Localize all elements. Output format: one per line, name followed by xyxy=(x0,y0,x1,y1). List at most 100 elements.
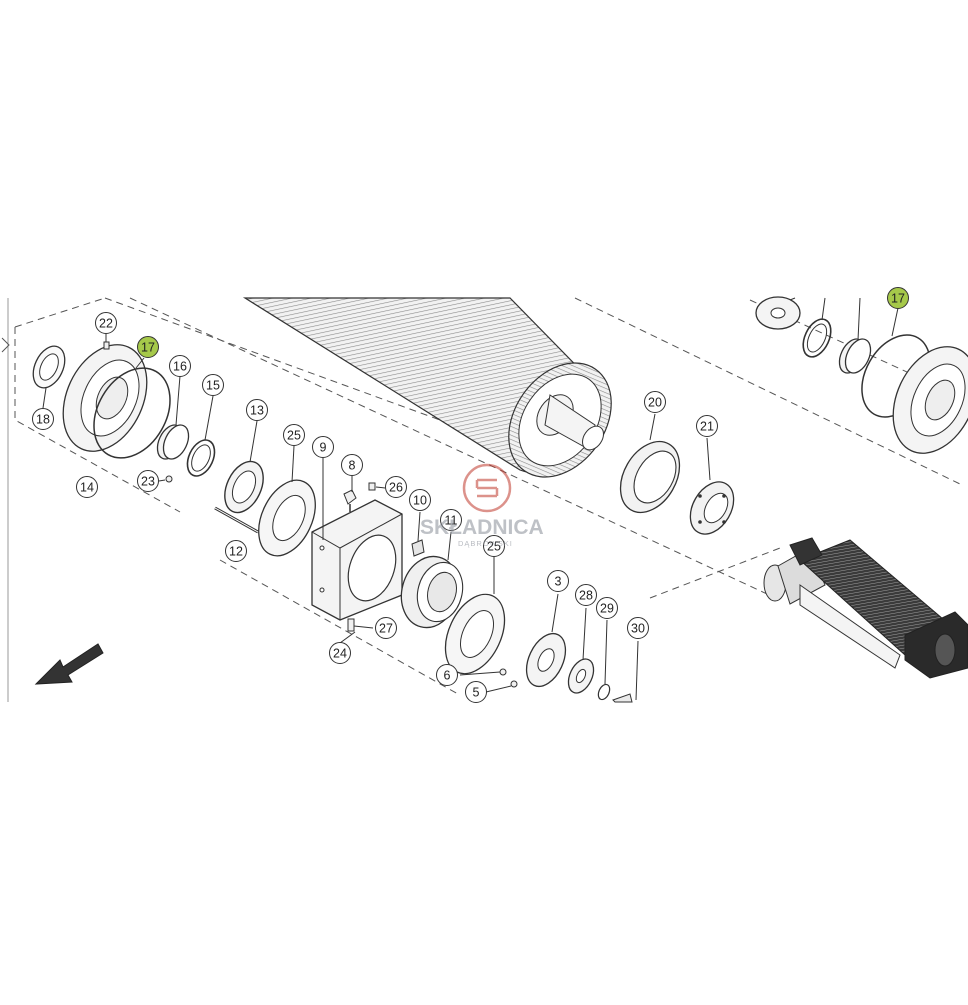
callout-circle xyxy=(246,399,268,421)
callout-label: 20 xyxy=(648,396,662,410)
callout-c8: 8 xyxy=(341,454,363,476)
part-22-screw xyxy=(103,341,110,350)
part-23-screw xyxy=(165,475,173,483)
callout-label: 16 xyxy=(173,360,187,374)
callout-label: 14 xyxy=(80,481,94,495)
callout-c17a: 17 xyxy=(137,336,159,358)
callout-label: 25 xyxy=(287,429,301,443)
callout-label: 27 xyxy=(379,622,393,636)
callout-circle xyxy=(696,415,718,437)
callout-c16: 16 xyxy=(169,355,191,377)
callout-c25b: 25 xyxy=(483,535,505,557)
callout-label: 17 xyxy=(891,292,905,306)
callout-c29: 29 xyxy=(596,597,618,619)
callout-circle xyxy=(329,642,351,664)
callout-label: 28 xyxy=(579,589,593,603)
watermark-sub: DĄBROWSKI xyxy=(458,539,513,548)
callout-circle xyxy=(887,287,909,309)
part-13-seal xyxy=(224,460,264,514)
part-28-washer xyxy=(567,658,595,694)
callout-circle xyxy=(465,681,487,703)
callout-label: 29 xyxy=(600,602,614,616)
part-20-bearing xyxy=(619,440,681,514)
callout-c11: 11 xyxy=(440,509,462,531)
part-17-o-ring xyxy=(93,367,171,459)
leader-lines xyxy=(42,297,899,701)
callout-c10: 10 xyxy=(409,489,431,511)
callout-label: 11 xyxy=(445,514,458,528)
direction-arrow-icon xyxy=(34,643,104,685)
callout-c30: 30 xyxy=(627,617,649,639)
part-27-pin xyxy=(347,618,355,632)
callout-c9: 9 xyxy=(312,436,334,458)
part-18-seal xyxy=(32,345,66,389)
knurled-roller xyxy=(242,297,612,478)
callout-label: 15 xyxy=(206,379,220,393)
frame-bracket xyxy=(1,337,10,353)
callout-circle xyxy=(137,470,159,492)
callout-label: 8 xyxy=(349,459,356,473)
callout-label: 12 xyxy=(229,545,243,559)
part-6-washer xyxy=(499,668,507,676)
part-12-bolt xyxy=(214,506,259,534)
assembled-roller-inset xyxy=(763,537,968,679)
top-right-ring xyxy=(802,318,832,358)
callout-c20: 20 xyxy=(644,391,666,413)
top-right-bushing xyxy=(838,338,872,374)
callout-c6: 6 xyxy=(436,664,458,686)
callout-c23: 23 xyxy=(137,470,159,492)
callout-circle xyxy=(575,584,597,606)
callout-c5: 5 xyxy=(465,681,487,703)
callout-label: 17 xyxy=(141,341,155,355)
callout-label: 25 xyxy=(487,540,501,554)
top-right-disc xyxy=(755,296,801,330)
callout-label: 10 xyxy=(413,494,427,508)
part-25-cover-plate-2 xyxy=(444,593,506,675)
part-25-cover-plate xyxy=(258,479,316,557)
watermark-logo-icon xyxy=(462,463,512,513)
callout-circle xyxy=(596,597,618,619)
callout-label: 9 xyxy=(320,441,327,455)
callout-circle xyxy=(627,617,649,639)
watermark: SKŁADNICA DĄBROWSKI xyxy=(420,463,544,548)
callout-circle xyxy=(225,540,247,562)
callout-circle xyxy=(137,336,159,358)
callout-circle xyxy=(169,355,191,377)
callout-circle xyxy=(483,535,505,557)
callout-label: 24 xyxy=(333,647,347,661)
callout-circle xyxy=(385,476,407,498)
callout-c3: 3 xyxy=(547,570,569,592)
part-21-locking-assembly xyxy=(689,481,735,535)
callout-c21: 21 xyxy=(696,415,718,437)
part-10-fitting xyxy=(411,539,425,557)
callout-label: 22 xyxy=(99,317,113,331)
callout-c15: 15 xyxy=(202,374,224,396)
callout-layer: 2217161518132598261011252314122021328293… xyxy=(32,287,909,703)
callout-label: 18 xyxy=(36,413,50,427)
callout-circle xyxy=(644,391,666,413)
callout-circle xyxy=(409,489,431,511)
watermark-brand: SKŁADNICA xyxy=(420,516,544,539)
part-15-ring xyxy=(186,439,216,477)
callout-circle xyxy=(440,509,462,531)
part-29-washer xyxy=(597,683,611,701)
callout-circle xyxy=(547,570,569,592)
part-26-plug xyxy=(368,482,376,491)
callout-label: 21 xyxy=(700,420,714,434)
callout-c12: 12 xyxy=(225,540,247,562)
callout-c14: 14 xyxy=(76,476,98,498)
callout-label: 3 xyxy=(555,575,562,589)
callout-c27: 27 xyxy=(375,617,397,639)
callout-label: 13 xyxy=(250,404,264,418)
callout-circle xyxy=(312,436,334,458)
callout-label: 6 xyxy=(444,669,451,683)
callout-label: 23 xyxy=(141,475,155,489)
callout-circle xyxy=(32,408,54,430)
callout-circle xyxy=(375,617,397,639)
callout-circle xyxy=(341,454,363,476)
callout-label: 5 xyxy=(473,686,480,700)
part-9-bearing-block xyxy=(311,499,403,621)
callout-circle xyxy=(202,374,224,396)
